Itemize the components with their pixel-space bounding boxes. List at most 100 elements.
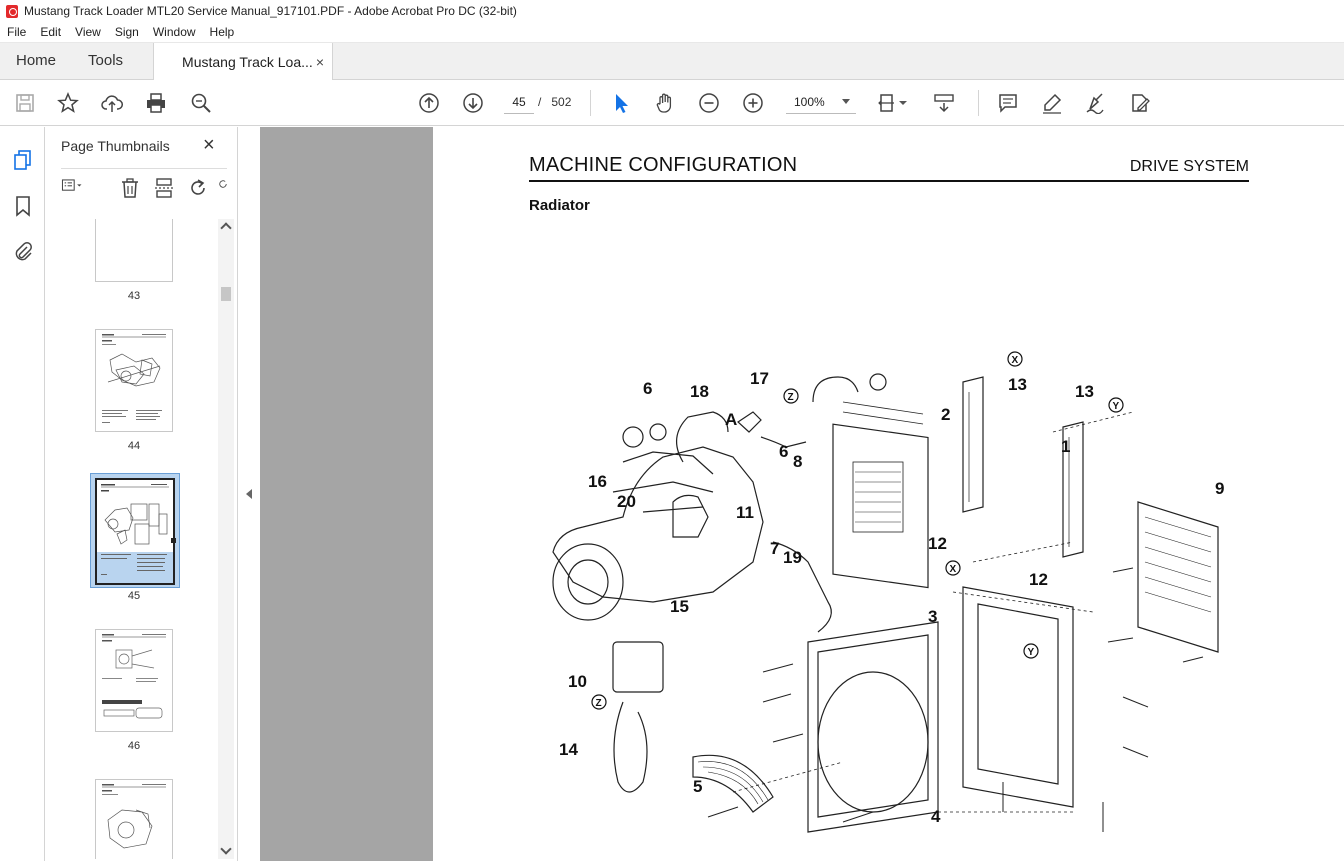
callout-label: 11 — [736, 503, 754, 522]
callout-label: 9 — [1215, 479, 1224, 498]
fit-page-icon[interactable] — [877, 92, 899, 114]
thumbnail-scrollbar[interactable] — [218, 219, 234, 859]
marker-label: X — [1012, 355, 1019, 366]
page-number-input[interactable]: 45 — [504, 90, 534, 114]
thumbnail-label: 44 — [127, 440, 141, 452]
select-cursor-icon[interactable] — [610, 92, 632, 114]
scroll-down-arrow-icon[interactable] — [220, 843, 232, 855]
diagram-callouts: 1 2 3 4 5 6 6 7 8 9 10 11 12 12 13 13 14… — [559, 369, 1224, 826]
callout-label: 18 — [690, 382, 709, 401]
fit-page-dropdown-icon[interactable] — [898, 92, 908, 114]
panel-close-icon[interactable]: × — [203, 134, 215, 156]
menu-edit[interactable]: Edit — [40, 25, 62, 39]
callout-label: 17 — [750, 369, 769, 388]
document-viewer[interactable]: MACHINE CONFIGURATION DRIVE SYSTEM Radia… — [260, 127, 1344, 861]
thumbnail-preview — [102, 334, 166, 423]
title-bar: Mustang Track Loader MTL20 Service Manua… — [0, 0, 1344, 22]
toolbar — [0, 80, 1344, 126]
callout-label: 13 — [1008, 375, 1027, 394]
tab-document-label: Mustang Track Loa... — [182, 53, 313, 70]
callout-label: 1 — [1061, 437, 1070, 456]
acrobat-logo-icon — [6, 4, 18, 18]
callout-label: 7 — [770, 539, 779, 558]
thumbnail-page[interactable] — [95, 219, 173, 282]
thumbnail-page[interactable] — [95, 779, 173, 859]
toolbar-divider — [590, 90, 591, 116]
callout-label: 2 — [941, 405, 950, 424]
thumbnail-preview — [102, 634, 166, 719]
thumbnail-options-icon[interactable] — [61, 177, 83, 199]
extract-pages-icon[interactable] — [153, 177, 175, 199]
page-total: / 502 — [538, 95, 572, 109]
left-navigation-rail — [0, 127, 45, 861]
thumbnail-preview — [102, 784, 166, 849]
callout-label: 13 — [1075, 382, 1094, 401]
scrolling-mode-icon[interactable] — [933, 92, 955, 114]
page-subheading: Radiator — [529, 197, 590, 214]
next-page-icon[interactable] — [462, 92, 484, 114]
marker-label: Z — [596, 698, 602, 709]
delete-trash-icon[interactable] — [119, 177, 141, 199]
callout-label: 12 — [928, 534, 947, 553]
pdf-page: MACHINE CONFIGURATION DRIVE SYSTEM Radia… — [433, 127, 1344, 861]
page-section-label: DRIVE SYSTEM — [1129, 158, 1249, 175]
diagram-reference-markers: X X Y Y Z Z — [591, 351, 1124, 710]
menu-file[interactable]: File — [7, 25, 27, 39]
print-icon[interactable] — [145, 92, 167, 114]
attachment-paperclip-icon[interactable] — [12, 241, 34, 263]
rotate-clockwise-icon[interactable] — [217, 177, 229, 199]
panel-splitter[interactable] — [238, 127, 260, 861]
hand-tool-icon[interactable] — [654, 92, 676, 114]
zoom-out-icon[interactable] — [698, 92, 720, 114]
thumbnail-preview — [97, 484, 173, 583]
tab-home[interactable]: Home — [16, 52, 57, 69]
tab-document[interactable]: Mustang Track Loa... × — [153, 43, 334, 80]
edit-document-icon[interactable] — [1129, 92, 1151, 114]
marker-label: Y — [1028, 647, 1035, 658]
toolbar-divider-2 — [978, 90, 979, 116]
window-title: Mustang Track Loader MTL20 Service Manua… — [24, 4, 517, 18]
save-icon[interactable] — [14, 92, 36, 114]
menu-help[interactable]: Help — [209, 25, 235, 39]
radiator-exploded-diagram: 1 2 3 4 5 6 6 7 8 9 10 11 12 12 13 13 14… — [552, 351, 1224, 833]
collapse-panel-arrow-icon[interactable] — [246, 489, 252, 499]
zoom-search-icon[interactable] — [190, 92, 212, 114]
panel-toolbar — [61, 177, 229, 201]
comment-icon[interactable] — [997, 92, 1019, 114]
callout-label: 6 — [779, 442, 788, 461]
menu-view[interactable]: View — [75, 25, 101, 39]
upload-cloud-icon[interactable] — [101, 92, 123, 114]
thumbnail-page-selected[interactable] — [90, 473, 180, 588]
menu-sign[interactable]: Sign — [114, 25, 139, 39]
callout-label: 16 — [588, 472, 607, 491]
highlight-pen-icon[interactable] — [1041, 92, 1063, 114]
previous-page-icon[interactable] — [418, 92, 440, 114]
callout-label: 10 — [568, 672, 587, 691]
thumbnail-page[interactable] — [95, 629, 173, 732]
thumbnail-page[interactable] — [95, 329, 173, 432]
tab-tools[interactable]: Tools — [88, 52, 124, 69]
callout-label: 6 — [643, 379, 652, 398]
star-icon[interactable] — [57, 92, 79, 114]
bookmark-icon[interactable] — [12, 195, 34, 217]
callout-label: 14 — [559, 740, 578, 759]
sign-pen-icon[interactable] — [1085, 92, 1107, 114]
callout-label: 15 — [670, 597, 689, 616]
scrollbar-thumb[interactable] — [221, 287, 231, 301]
marker-label: Z — [788, 392, 794, 403]
page-thumbnails-icon[interactable] — [12, 149, 34, 171]
tab-close-icon[interactable]: × — [315, 53, 325, 70]
thumbnail-label: 46 — [127, 740, 141, 752]
menu-bar: File Edit View Sign Window Help — [0, 22, 1344, 43]
callout-label: 5 — [693, 777, 702, 796]
zoom-in-icon[interactable] — [742, 92, 764, 114]
scroll-up-arrow-icon[interactable] — [220, 222, 232, 234]
menu-window[interactable]: Window — [152, 25, 196, 39]
rotate-icon[interactable] — [187, 177, 209, 199]
marker-label: X — [950, 564, 957, 575]
callout-label: 3 — [928, 607, 937, 626]
zoom-level-select[interactable]: 100% — [786, 90, 856, 114]
tab-bar: Home Tools Mustang Track Loa... × — [0, 43, 1344, 80]
callout-label: 8 — [793, 452, 802, 471]
panel-divider — [61, 168, 227, 169]
